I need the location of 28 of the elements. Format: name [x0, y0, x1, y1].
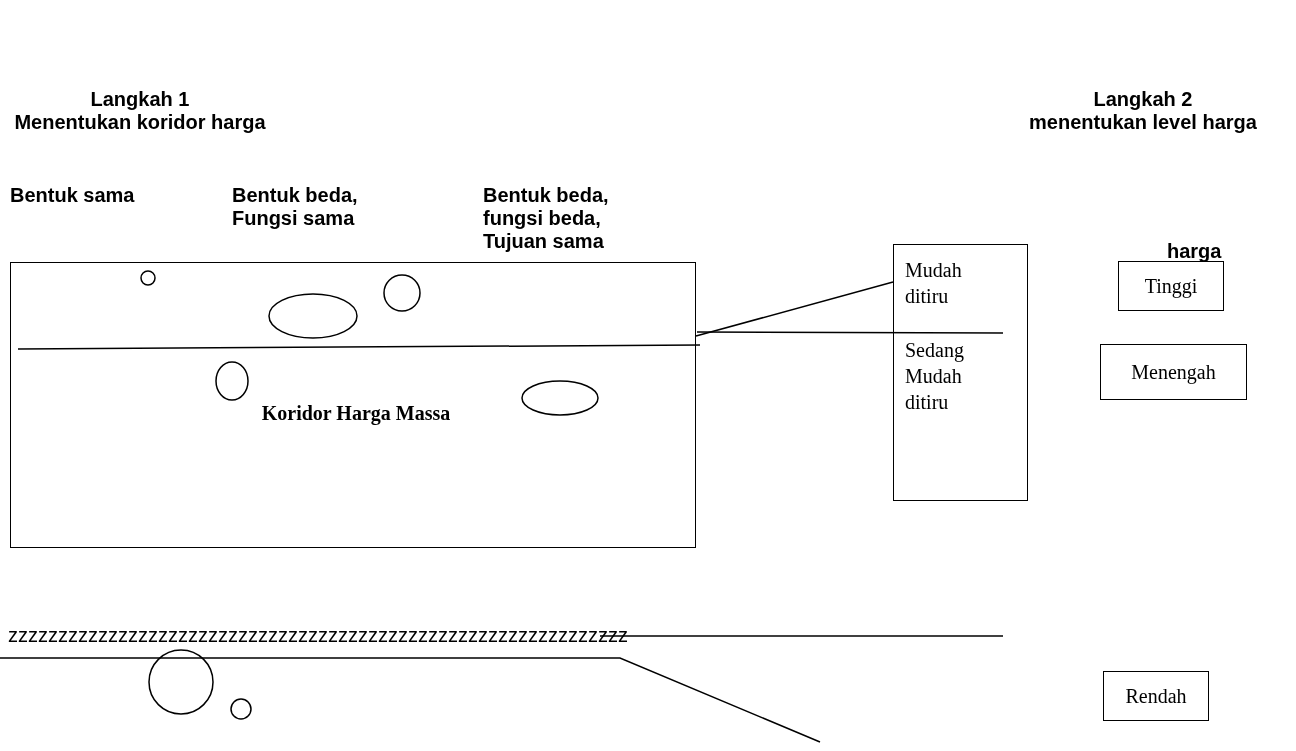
- column-heading: harga: [1167, 240, 1222, 263]
- step-heading: Menentukan koridor harga: [13, 111, 267, 134]
- criteria-text: Mudah ditiru: [905, 258, 963, 309]
- step-heading: Langkah 1: [89, 88, 191, 111]
- column-heading: Bentuk beda, Fungsi sama: [232, 184, 359, 230]
- column-heading: Bentuk sama: [10, 184, 135, 207]
- criteria-text: Sedang Mudah ditiru: [905, 338, 965, 415]
- level-label: Tinggi: [1144, 274, 1198, 300]
- oval-shape: [520, 379, 599, 416]
- corridor-box: [10, 262, 696, 548]
- level-box: [1118, 261, 1224, 311]
- corridor-label: Koridor Harga Massa: [260, 401, 452, 427]
- oval-shape: [214, 360, 249, 401]
- level-label: Menengah: [1131, 360, 1216, 386]
- level-label: Rendah: [1125, 684, 1187, 709]
- circle-shape: [230, 698, 252, 720]
- connector-line: [695, 281, 894, 337]
- text-line: zzzzzzzzzzzzzzzzzzzzzzzzzzzzzzzzzzzzzzzzzzzzzzzzzzzzzzzzzzzzzz: [8, 624, 628, 647]
- column-heading: Bentuk beda, fungsi beda, Tujuan sama: [483, 184, 610, 253]
- criteria-box: [893, 244, 1028, 501]
- step-heading: menentukan level harga: [1028, 111, 1258, 134]
- oval-shape: [267, 292, 358, 339]
- circle-shape: [139, 269, 156, 286]
- level-box: [1100, 344, 1247, 400]
- circle-shape: [148, 649, 214, 715]
- step-heading: Langkah 2: [1092, 88, 1194, 111]
- circle-shape: [382, 273, 421, 312]
- level-box: [1103, 671, 1209, 721]
